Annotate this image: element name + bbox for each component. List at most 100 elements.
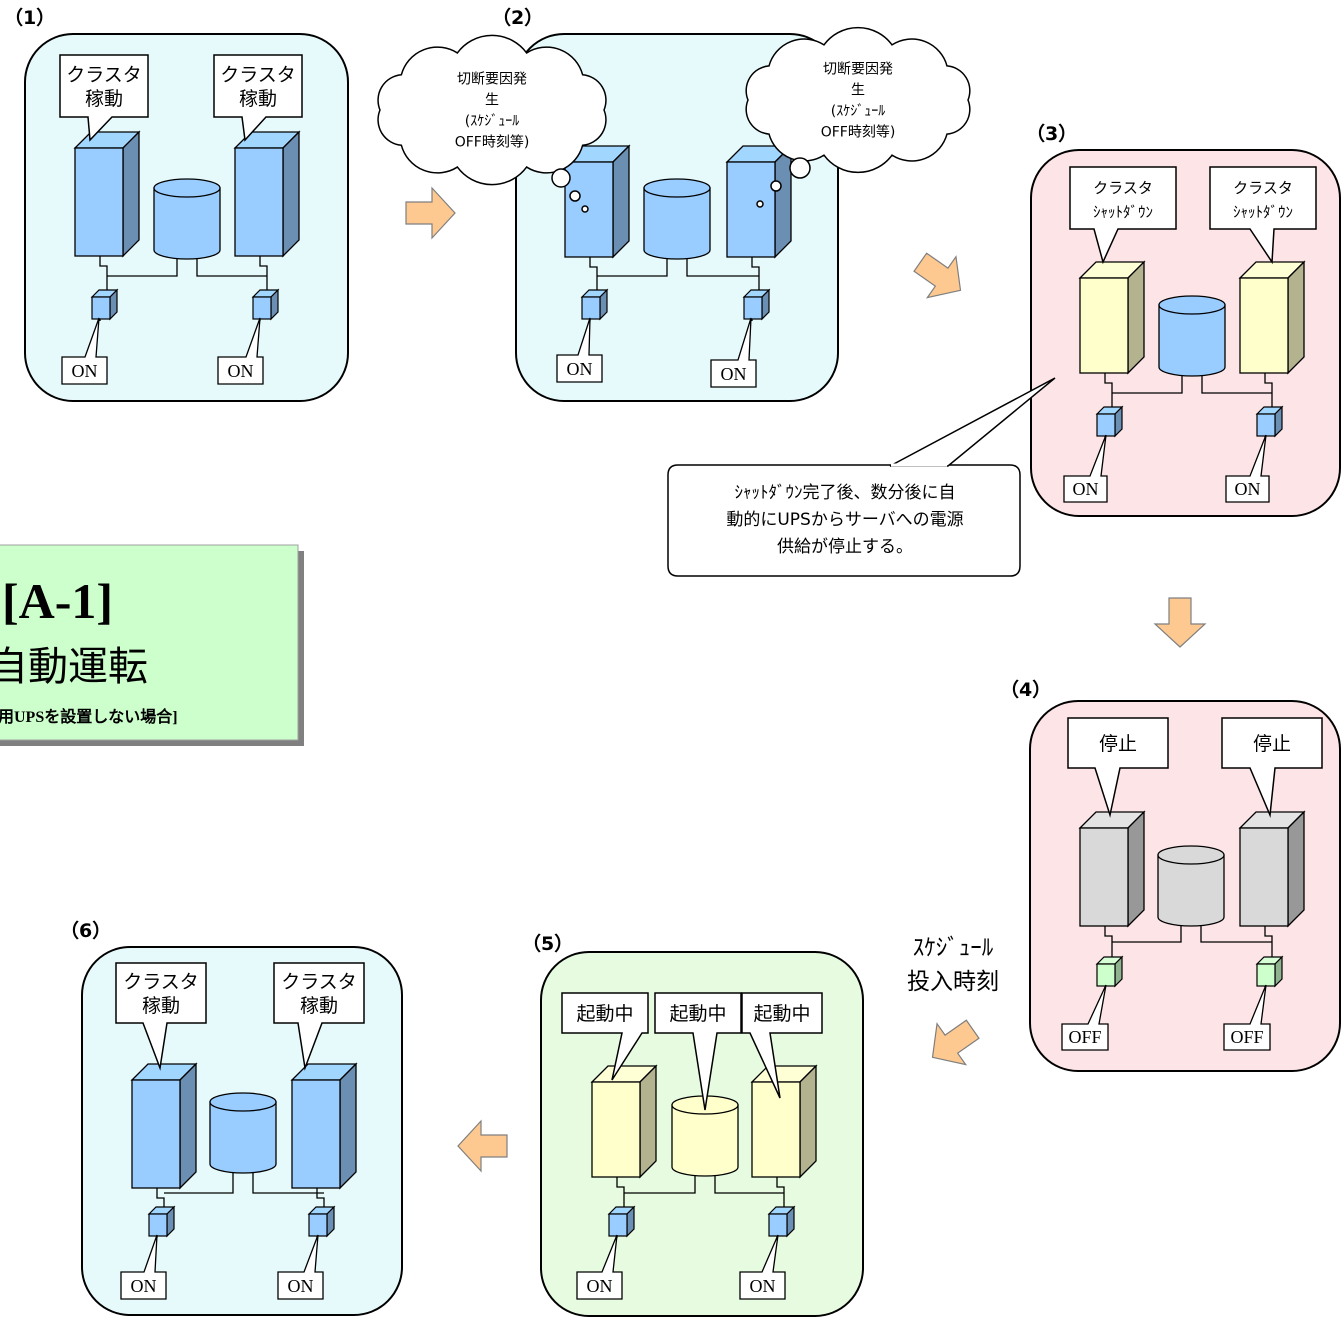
switch-state-text: OFF (1068, 1027, 1101, 1047)
switch-label-right: ON (277, 1234, 324, 1300)
thought-bubble (756, 200, 764, 208)
server-left (590, 1064, 658, 1179)
note-callout: ｼｬｯﾄﾀﾞｳﾝ完了後、数分後に自動的にUPSからサーバへの電源供給が停止する。 (667, 377, 1056, 577)
arrow-3-to-4 (1153, 597, 1207, 648)
callout-text: クラスタｼｬｯﾄﾀﾞｳﾝ (1093, 179, 1153, 221)
callout-text: 停止 (1253, 733, 1291, 755)
switch-label-right: OFF (1223, 984, 1271, 1051)
callout-left: 停止 (1067, 717, 1169, 818)
arrow-4-to-5 (931, 1019, 980, 1066)
panel-3: （3） クラスタｼｬｯﾄﾀﾞｳﾝ クラスタｼｬｯﾄﾀﾞｳﾝ ON ON (1026, 122, 1341, 517)
title-box (0, 544, 299, 741)
thought-bubble (789, 157, 811, 179)
callout-left: クラスタ稼動 (59, 54, 149, 142)
switch-right (742, 288, 771, 321)
callout-right: 起動中 (741, 992, 823, 1099)
switch-right (767, 1205, 796, 1238)
thought-bubble (569, 190, 581, 202)
switch-label-left: OFF (1061, 984, 1109, 1051)
switch-right (251, 288, 280, 321)
panel-label: （6） (60, 919, 111, 942)
server-left (73, 130, 141, 258)
switch-left (147, 1205, 176, 1238)
panel-label: （4） (1000, 678, 1051, 701)
switch-state-text: ON (721, 364, 747, 384)
callout-text: 停止 (1099, 733, 1137, 755)
shared-disk (153, 178, 221, 260)
callout-right: クラスタ稼動 (273, 962, 365, 1071)
panel-label: （5） (522, 932, 573, 955)
panel-4: （4） 停止 停止 OFF OFF (1000, 678, 1341, 1072)
title-main: 自動運転 (0, 644, 148, 690)
panel-5: （5） 起動中 起動中 起動中 ON ON (522, 932, 864, 1317)
arrow-5-to-6 (457, 1119, 508, 1173)
thought-bubble (581, 205, 589, 213)
callout-text: クラスタ稼動 (220, 64, 296, 110)
switch-left (90, 288, 119, 321)
server-left (130, 1062, 198, 1190)
callout-text: クラスタ稼動 (123, 971, 199, 1017)
switch-label-left: ON (61, 317, 108, 385)
switch-state-text: ON (1235, 479, 1261, 499)
callout-text: クラスタｼｬｯﾄﾀﾞｳﾝ (1233, 179, 1293, 221)
callout-text: 起動中 (576, 1003, 633, 1025)
callout-right: クラスタ稼動 (213, 54, 303, 142)
server-right (1238, 810, 1306, 928)
switch-label-right: ON (1225, 434, 1270, 503)
panel-1: （1） クラスタ稼動 クラスタ稼動 ON ON (4, 6, 349, 402)
callout-mid: 起動中 (654, 992, 742, 1111)
shared-disk (643, 178, 711, 260)
title-block: [A-1] 自動運転 用UPSを設置しない場合] (0, 544, 304, 746)
callout-text: クラスタ稼動 (281, 971, 357, 1017)
server-left (1078, 810, 1146, 928)
callout-left: クラスタ稼動 (115, 962, 207, 1071)
title-sub: 用UPSを設置しない場合] (0, 707, 178, 726)
callout-text: クラスタ稼動 (66, 64, 142, 110)
switch-label-right: ON (739, 1234, 786, 1300)
server-right (725, 144, 793, 259)
callout-right: クラスタｼｬｯﾄﾀﾞｳﾝ (1209, 166, 1317, 265)
callout-right: 停止 (1221, 717, 1323, 818)
shared-disk (209, 1092, 277, 1174)
note-text: ｼｬｯﾄﾀﾞｳﾝ完了後、数分後に自動的にUPSからサーバへの電源供給が停止する。 (726, 483, 963, 557)
arrow-1-to-2 (405, 186, 456, 240)
switch-label-left: ON (576, 1234, 623, 1300)
server-left (1078, 260, 1146, 375)
switch-state-text: ON (228, 361, 254, 381)
switch-left (607, 1205, 636, 1238)
shared-disk (1157, 845, 1225, 927)
server-right (1238, 260, 1306, 375)
switch-right (1255, 405, 1284, 438)
server-right (233, 130, 301, 258)
switch-state-text: ON (587, 1276, 613, 1296)
switch-state-text: ON (567, 359, 593, 379)
switch-left (1095, 955, 1124, 988)
switch-label-right: ON (217, 317, 264, 385)
switch-state-text: ON (72, 361, 98, 381)
callout-left: クラスタｼｬｯﾄﾀﾞｳﾝ (1069, 166, 1177, 265)
server-right (290, 1062, 358, 1190)
switch-label-left: ON (120, 1234, 167, 1300)
switch-state-text: ON (750, 1276, 776, 1296)
callout-text: 起動中 (753, 1003, 810, 1025)
callout-text: 起動中 (669, 1003, 726, 1025)
server-right (750, 1064, 818, 1179)
arrow-2-to-3 (913, 252, 962, 299)
switch-state-text: ON (131, 1276, 157, 1296)
switch-right (307, 1205, 336, 1238)
switch-state-text: OFF (1230, 1027, 1263, 1047)
shared-disk (1158, 295, 1226, 377)
schedule-label: ｽｹｼﾞｭｰﾙ投入時刻 (907, 935, 999, 995)
panel-label: （2） (492, 6, 543, 29)
panel-label: （3） (1026, 122, 1077, 145)
thought-bubble (551, 168, 571, 188)
title-code: [A-1] (2, 573, 113, 629)
switch-state-text: ON (288, 1276, 314, 1296)
switch-state-text: ON (1073, 479, 1099, 499)
switch-label-right: ON (710, 317, 757, 388)
switch-label-left: ON (556, 317, 603, 383)
